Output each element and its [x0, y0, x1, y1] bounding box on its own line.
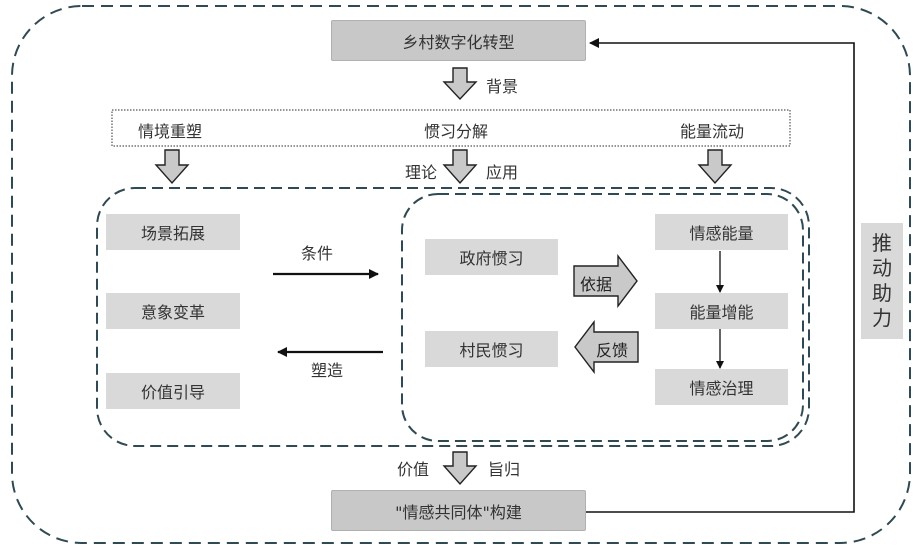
habitus-frame [401, 193, 804, 442]
down-arrow-value [442, 451, 478, 486]
driving-force-char: 推 [872, 231, 892, 255]
feedback-block-arrow [574, 319, 639, 375]
feedback-label: 反馈 [596, 341, 629, 360]
scene-expansion-box: 场景拓展 [106, 214, 240, 250]
emotional-governance-box: 情感治理 [655, 369, 788, 405]
down-arrow-habitus [442, 149, 478, 185]
theory-situation-reshaping: 情境重塑 [138, 122, 203, 141]
shaping-label: 塑造 [311, 361, 344, 380]
practice-frame [96, 187, 810, 447]
down-arrow-background [442, 67, 478, 101]
background-label: 背景 [486, 77, 519, 96]
down-arrow-energy [697, 149, 733, 185]
value-arrow-label-left: 价值 [397, 460, 430, 479]
outer-frame [11, 5, 911, 544]
condition-label: 条件 [301, 244, 334, 263]
imagery-change-box: 意象变革 [106, 293, 240, 329]
theory-energy-flow: 能量流动 [680, 122, 745, 141]
down-arrow-situation [154, 149, 190, 185]
basis-block-arrow [573, 253, 638, 309]
driving-force-char: 动 [872, 256, 892, 280]
basis-label: 依据 [580, 275, 613, 294]
driving-force-char: 助 [872, 281, 892, 305]
theory-arrow-label-right: 应用 [486, 163, 519, 182]
theory-bar-border [111, 109, 791, 147]
emotional-energy-box: 情感能量 [655, 214, 788, 250]
theory-arrow-label-left: 理论 [405, 163, 438, 182]
value-guidance-box: 价值引导 [106, 373, 240, 409]
emotional-community-box: "情感共同体"构建 [331, 490, 586, 531]
driving-force-box: 推 动 助 力 [861, 223, 903, 339]
villager-habitus-box: 村民惯习 [425, 331, 558, 367]
energy-empowerment-box: 能量增能 [655, 293, 788, 329]
theory-habitus-decomposition: 惯习分解 [424, 122, 489, 141]
rural-digital-transformation-box: 乡村数字化转型 [331, 20, 586, 61]
government-habitus-box: 政府惯习 [425, 239, 558, 275]
driving-force-char: 力 [872, 306, 892, 330]
value-arrow-label-right: 旨归 [488, 460, 521, 479]
feedback-loop-line [586, 38, 855, 513]
